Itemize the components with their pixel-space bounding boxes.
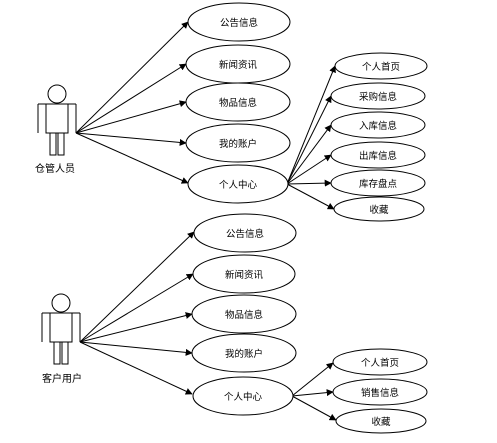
actor-customer-leg-right xyxy=(61,341,69,365)
use-case-cu-news: 新闻资讯 xyxy=(192,254,296,294)
use-case-wh-outbound: 出库信息 xyxy=(330,141,426,169)
use-case-cu-sales-label: 销售信息 xyxy=(361,387,399,399)
edge-wh-center-purchase xyxy=(286,95,332,185)
actor-customer-head xyxy=(51,293,71,313)
use-case-cu-home: 个人首页 xyxy=(332,348,428,376)
use-case-cu-center-label: 个人中心 xyxy=(224,391,263,403)
edge-cu-center-sales xyxy=(291,389,334,397)
edge-wh-center-outbound xyxy=(286,154,332,185)
edge-warehouse-news xyxy=(75,63,187,134)
actor-warehouse: 仓管人员 xyxy=(35,84,77,175)
actor-warehouse-head xyxy=(47,84,67,104)
actor-warehouse-body xyxy=(45,103,69,134)
use-case-wh-inbound-label: 入库信息 xyxy=(359,120,397,132)
edge-warehouse-account xyxy=(75,132,187,146)
use-case-wh-notice: 公告信息 xyxy=(187,2,291,42)
use-case-wh-home-label: 个人首页 xyxy=(362,61,400,73)
edge-warehouse-center xyxy=(75,132,189,184)
use-case-wh-purchase: 采购信息 xyxy=(330,82,426,110)
use-case-wh-stock-label: 库存盘点 xyxy=(359,178,398,190)
edge-cu-center-favorite xyxy=(291,395,337,421)
use-case-wh-account: 我的账户 xyxy=(185,123,291,163)
use-case-wh-favorite-label: 收藏 xyxy=(369,204,389,216)
use-case-wh-outbound-label: 出库信息 xyxy=(359,150,397,162)
use-case-cu-news-label: 新闻资讯 xyxy=(225,269,264,281)
edges-warehouse xyxy=(75,21,189,184)
actor-customer: 客户用户 xyxy=(41,293,82,385)
use-case-wh-center-label: 个人中心 xyxy=(219,179,258,191)
use-case-wh-goods: 物品信息 xyxy=(185,82,291,122)
use-case-cu-sales: 销售信息 xyxy=(332,378,428,406)
edges-customer-center xyxy=(291,362,337,421)
use-case-wh-account-label: 我的账户 xyxy=(219,138,257,150)
edge-warehouse-goods xyxy=(75,100,187,134)
use-case-cu-account-label: 我的账户 xyxy=(225,348,263,360)
use-case-cu-account: 我的账户 xyxy=(191,333,297,373)
edge-wh-center-favorite xyxy=(286,183,335,210)
edge-customer-news xyxy=(79,273,194,343)
use-case-cu-notice-label: 公告信息 xyxy=(226,228,264,240)
edge-cu-center-home xyxy=(291,362,334,397)
use-case-cu-center: 个人中心 xyxy=(192,376,294,416)
edge-wh-center-home xyxy=(286,65,336,185)
use-case-wh-purchase-label: 采购信息 xyxy=(359,91,397,103)
use-case-cu-home-label: 个人首页 xyxy=(361,357,399,369)
use-cases-customer: 公告信息 新闻资讯 物品信息 我的账户 个人中心 个人首页 销售信息 收藏 xyxy=(191,213,428,434)
use-case-cu-notice: 公告信息 xyxy=(193,213,297,253)
edge-customer-account xyxy=(79,341,193,356)
use-case-wh-notice-label: 公告信息 xyxy=(220,17,258,29)
actor-warehouse-leg-left xyxy=(49,132,57,156)
edges-warehouse-center xyxy=(286,65,336,210)
use-cases-warehouse: 公告信息 新闻资讯 物品信息 我的账户 个人中心 个人首页 采购信息 入库信息 xyxy=(185,2,428,222)
edge-customer-center xyxy=(79,341,193,395)
use-case-cu-goods-label: 物品信息 xyxy=(225,309,263,321)
edge-customer-goods xyxy=(79,312,193,343)
use-case-cu-favorite-label: 收藏 xyxy=(371,416,391,428)
actor-customer-leg-left xyxy=(53,341,61,365)
edges-customer xyxy=(79,231,195,395)
use-case-wh-center: 个人中心 xyxy=(187,164,289,204)
actor-warehouse-label: 仓管人员 xyxy=(35,162,75,175)
use-case-wh-news: 新闻资讯 xyxy=(185,44,291,84)
use-case-wh-news-label: 新闻资讯 xyxy=(219,59,258,71)
actor-warehouse-leg-right xyxy=(57,132,65,156)
use-case-cu-favorite: 收藏 xyxy=(335,408,427,434)
actor-customer-body xyxy=(49,312,73,343)
use-case-wh-inbound: 入库信息 xyxy=(330,111,426,139)
use-case-wh-home: 个人首页 xyxy=(334,52,428,80)
use-case-wh-stock: 库存盘点 xyxy=(330,169,426,197)
edge-wh-center-inbound xyxy=(286,124,332,185)
use-case-wh-favorite: 收藏 xyxy=(333,196,425,222)
use-case-cu-goods: 物品信息 xyxy=(191,294,297,334)
edge-customer-notice xyxy=(79,231,195,343)
edge-wh-center-stock xyxy=(286,179,332,187)
use-case-wh-goods-label: 物品信息 xyxy=(219,97,257,109)
edge-warehouse-notice xyxy=(75,21,189,134)
actor-customer-label: 客户用户 xyxy=(42,372,82,385)
